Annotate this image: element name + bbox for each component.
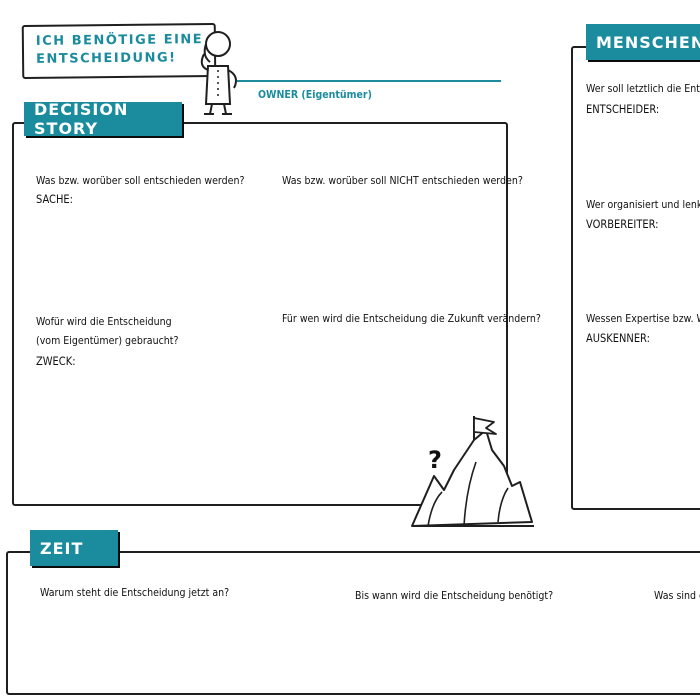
owner-underline: [237, 80, 501, 82]
story-question-nicht: Was bzw. worüber soll NICHT entschieden …: [282, 174, 523, 187]
decision-title-box: ICH BENÖTIGE EINE ENTSCHEIDUNG!: [21, 22, 217, 80]
owner-figure-icon: [200, 31, 237, 115]
story-question-sache: Was bzw. worüber soll entschieden werden…: [36, 174, 245, 187]
story-question-zweck-2: (vom Eigentümer) gebraucht?: [36, 334, 179, 347]
menschen-question-vorbereiter: Wer organisiert und lenkt die V: [586, 198, 700, 211]
decision-story-header: DECISION STORY: [24, 100, 182, 138]
menschen-header: MENSCHEN: [586, 24, 700, 60]
zeit-question-bis-wann: Bis wann wird die Entscheidung benötigt?: [355, 589, 554, 602]
zeit-question-jetzt: Warum steht die Entscheidung jetzt an?: [40, 586, 230, 599]
menschen-question-entscheider: Wer soll letztlich die Entscheid: [586, 82, 700, 95]
mountain-flag-icon: ?: [411, 416, 534, 527]
owner-label: OWNER (Eigentümer): [258, 88, 372, 101]
zeit-question-was-sind: Was sind die: [654, 589, 700, 602]
menschen-field-auskenner: AUSKENNER:: [586, 331, 650, 345]
story-field-zweck: ZWECK:: [36, 354, 76, 368]
menschen-question-auskenner: Wessen Expertise bzw. Wissen: [586, 312, 700, 325]
decision-story-panel: [12, 122, 508, 506]
menschen-field-vorbereiter: VORBEREITER:: [586, 217, 659, 231]
mountain-question-mark: ?: [428, 446, 442, 474]
decision-title-line2: ENTSCHEIDUNG!: [35, 49, 177, 67]
zeit-panel: [6, 551, 700, 695]
story-question-zweck-1: Wofür wird die Entscheidung: [36, 315, 172, 328]
story-question-zukunft: Für wen wird die Entscheidung die Zukunf…: [282, 312, 541, 325]
zeit-header: ZEIT: [30, 530, 118, 566]
menschen-field-entscheider: ENTSCHEIDER:: [586, 102, 660, 116]
story-field-sache: SACHE:: [36, 192, 73, 206]
decision-title-line1: ICH BENÖTIGE EINE: [35, 32, 204, 49]
